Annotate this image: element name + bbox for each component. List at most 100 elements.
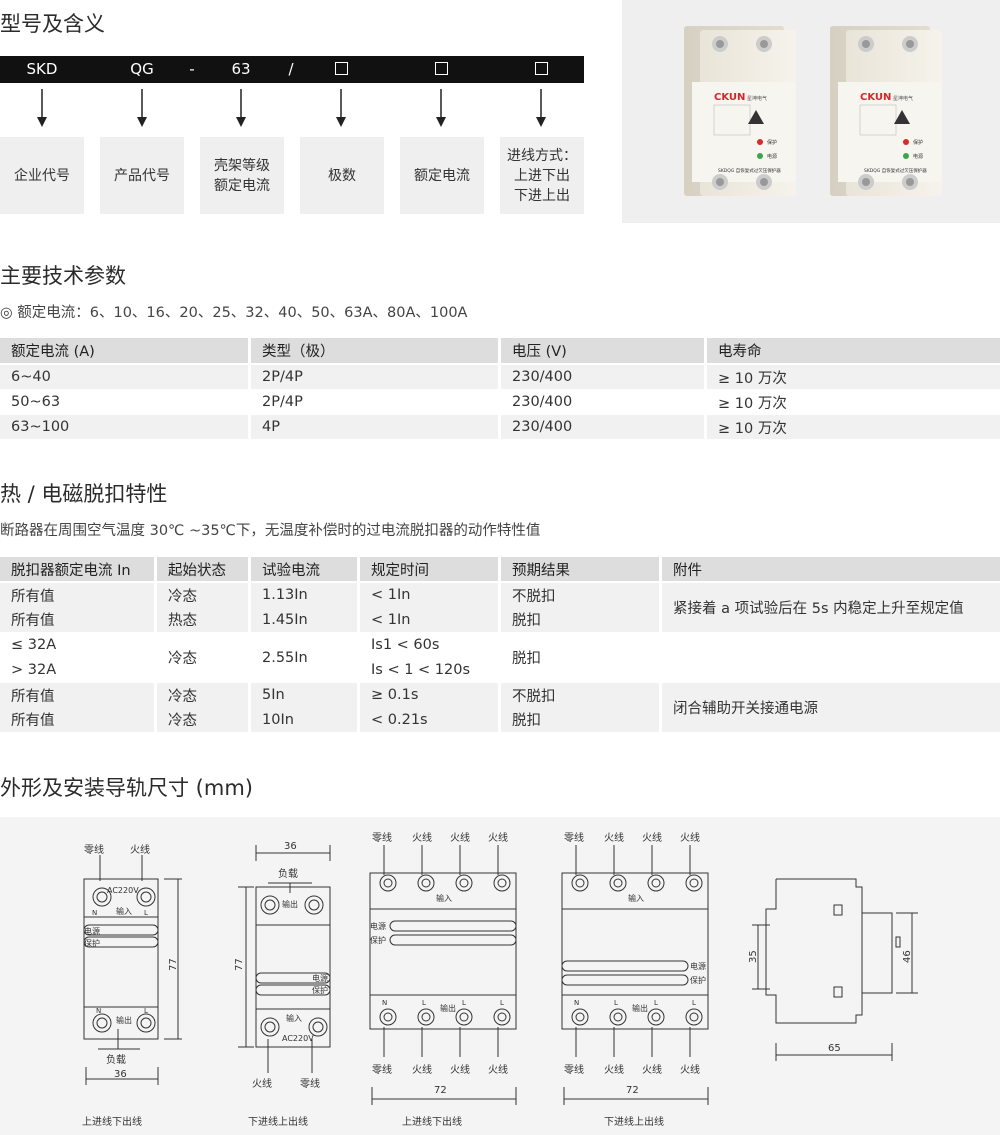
label-live: 火线: [488, 1063, 508, 1076]
drawing-4p-bottom-in: [561, 845, 709, 1105]
meaning-frame-current: 壳架等级 额定电流: [200, 137, 284, 214]
power-text: 电源: [767, 153, 777, 160]
code-poles-box: [334, 56, 348, 83]
arrow-down-icon: [536, 89, 546, 127]
caption-3: 上进线下出线: [402, 1115, 462, 1128]
table-header-row: 脱扣器额定电流 In 起始状态 试验电流 规定时间 预期结果 附件: [0, 557, 1000, 581]
model-code-bar: SKD QG - 63 /: [0, 56, 584, 83]
header-cell: 附件: [662, 557, 1000, 581]
header-cell: 电压 (V): [501, 338, 704, 363]
table-row-group-c: 所有值 所有值 冷态 冷态 5In 10In ≥ 0.1s < 0.21s 不脱…: [0, 683, 1000, 732]
table-cell: 脱扣: [512, 713, 541, 730]
label-live: 火线: [604, 831, 624, 844]
dim-46: 46: [902, 950, 913, 963]
table-cell: 冷态: [168, 688, 197, 705]
label-protect: 保护: [312, 985, 328, 995]
label-output: 输出: [440, 1003, 456, 1013]
note-a-cell: 紧接着 a 项试验后在 5s 内稳定上升至规定值: [662, 583, 1000, 632]
table-cell: 热态: [168, 613, 197, 630]
label-input: 输入: [436, 893, 452, 903]
table-cell: 230/400: [501, 415, 704, 439]
caption-1: 上进线下出线: [82, 1115, 142, 1128]
label-neutral: 零线: [84, 843, 104, 856]
brand-cn-text: 星坤电气: [893, 95, 913, 102]
table-cell: 脱扣: [512, 651, 541, 667]
table-cell: 5In: [262, 687, 285, 704]
table-cell: 冷态: [168, 588, 197, 605]
table-cell: 所有值: [11, 588, 55, 605]
table-cell: ≥ 0.1s: [371, 687, 419, 704]
table-cell: 所有值: [11, 688, 55, 705]
label-live: 火线: [604, 1063, 624, 1076]
label-ac: AC220V: [282, 1034, 314, 1043]
label-l: L: [462, 999, 466, 1007]
header-cell: 额定电流 (A): [0, 338, 248, 363]
table-header-row: 额定电流 (A) 类型（极） 电压 (V) 电寿命: [0, 338, 1000, 363]
table-cell: Is1 < 60s: [371, 637, 440, 654]
tech-params-title: 主要技术参数: [0, 264, 126, 288]
dim-36: 36: [114, 1069, 127, 1080]
trip-characteristics-title: 热 / 电磁脱扣特性: [0, 482, 168, 506]
code-qg: QG: [130, 60, 154, 78]
label-protect: 保护: [690, 975, 706, 985]
code-dash: -: [189, 60, 195, 78]
label-neutral: 零线: [372, 831, 392, 844]
label-neutral: 零线: [564, 1063, 584, 1076]
protect-text: 保护: [913, 139, 923, 146]
label-live: 火线: [252, 1077, 272, 1090]
caption-4: 下进线上出线: [604, 1115, 664, 1128]
table-row-group-a: 所有值 所有值 冷态 热态 1.13In 1.45In < 1In < 1In …: [0, 583, 1000, 632]
header-cell: 试验电流: [251, 557, 357, 581]
label-live: 火线: [450, 1063, 470, 1076]
dim-35: 35: [748, 950, 759, 963]
header-cell: 规定时间: [360, 557, 498, 581]
label-input: 输入: [116, 906, 132, 916]
table-cell: 2P/4P: [262, 394, 303, 410]
label-live: 火线: [130, 843, 150, 856]
table-cell: 不脱扣: [512, 688, 556, 705]
table-cell: 230/400: [512, 394, 573, 410]
label-live: 火线: [680, 831, 700, 844]
header-cell: 类型（极）: [251, 338, 498, 363]
label-live: 火线: [642, 1063, 662, 1076]
label-live: 火线: [412, 1063, 432, 1076]
label-l: L: [422, 999, 426, 1007]
table-cell: Is < 1 < 120s: [371, 661, 471, 678]
header-cell: 起始状态: [157, 557, 248, 581]
brand-text: CKUN: [860, 92, 891, 103]
table-row-group-b: ≤ 32A > 32A 冷态 2.55In Is1 < 60s Is < 1 <…: [0, 633, 1000, 682]
table-cell: ≥ 10 万次: [707, 365, 1000, 389]
label-l: L: [500, 999, 504, 1007]
meaning-enterprise-code: 企业代号: [0, 137, 84, 214]
dimensions-diagram-area: [0, 817, 1000, 1135]
label-output: 输出: [282, 899, 298, 909]
label-n: N: [382, 999, 387, 1007]
drawing-2p-bottom-in: [238, 845, 331, 1073]
model-label: SKDQG 自恢复式过欠压保护器: [864, 167, 927, 174]
table-cell: 2P/4P: [251, 365, 498, 389]
label-power: 电源: [312, 973, 328, 983]
label-neutral: 零线: [300, 1077, 320, 1090]
device-right: CKUN 星坤电气 保护 电源 SKDQG 自恢复式过欠压保护器: [830, 26, 942, 196]
code-current-box: [434, 56, 448, 83]
label-power: 电源: [84, 926, 100, 936]
table-cell: 脱扣: [512, 613, 541, 630]
label-live: 火线: [450, 831, 470, 844]
label-input: 输入: [286, 1013, 302, 1023]
label-n: N: [574, 999, 579, 1007]
caption-2: 下进线上出线: [248, 1115, 308, 1128]
label-output: 输出: [632, 1003, 648, 1013]
label-l: L: [614, 999, 618, 1007]
label-live: 火线: [412, 831, 432, 844]
meaning-rated-current: 额定电流: [400, 137, 484, 214]
table-cell: 不脱扣: [512, 588, 556, 605]
table-row: 6~40 2P/4P 230/400 ≥ 10 万次: [0, 365, 1000, 389]
meaning-product-code: 产品代号: [100, 137, 184, 214]
label-power: 电源: [370, 921, 386, 931]
label-protect: 保护: [84, 938, 100, 948]
meaning-poles: 极数: [300, 137, 384, 214]
dimensions-title: 外形及安装导轨尺寸 (mm): [0, 776, 253, 800]
table-cell: 1.45In: [262, 611, 308, 628]
label-n: N: [92, 909, 97, 917]
table-cell: 230/400: [501, 365, 704, 389]
